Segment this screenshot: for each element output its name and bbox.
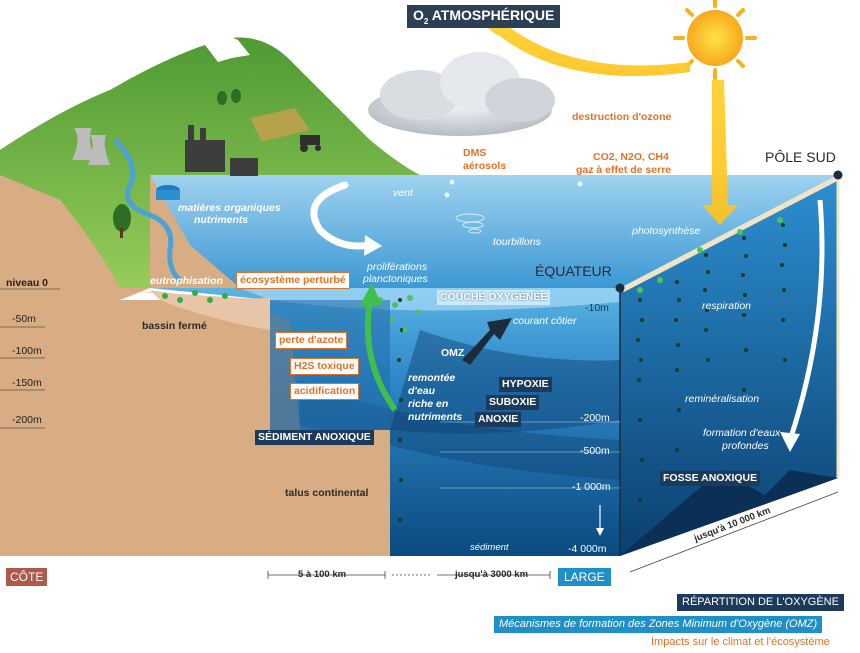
greenhouse-gases-formula: CO2, N2O, CH4 bbox=[593, 151, 669, 163]
plankton-bloom bbox=[377, 217, 783, 333]
depth-grid bbox=[440, 421, 620, 489]
cloud-icon bbox=[368, 52, 555, 136]
open-sea-label: LARGE bbox=[558, 568, 611, 587]
photosynthesis-label: photosynthèse bbox=[632, 225, 701, 237]
depth-left-3: -150m bbox=[12, 377, 42, 389]
aerosols-label: aérosols bbox=[463, 160, 507, 172]
organic-matter-label: matières organiques bbox=[178, 202, 281, 214]
upwelling-label-3: riche en bbox=[408, 398, 449, 410]
distance-scale bbox=[267, 491, 839, 579]
river bbox=[113, 138, 182, 282]
ozone-destruction-label: destruction d'ozone bbox=[572, 111, 672, 123]
hypoxia-label: HYPOXIE bbox=[499, 377, 552, 392]
south-pole-label: PÔLE SUD bbox=[765, 149, 836, 165]
land-section bbox=[0, 175, 390, 556]
depth-left-1: -50m bbox=[12, 313, 36, 325]
legend-oxygen: RÉPARTITION DE L'OXYGÈNE bbox=[677, 594, 844, 612]
acidification-label: acidification bbox=[290, 383, 360, 400]
pole-marker bbox=[833, 170, 843, 180]
depth-left-2: -100m bbox=[12, 345, 42, 357]
nutrients-label: nutriments bbox=[194, 214, 249, 226]
coastal-current-arrow bbox=[462, 318, 512, 365]
deep-water-label-2: profondes bbox=[722, 440, 769, 452]
eddies-label: tourbillons bbox=[493, 236, 541, 248]
depth-right-4: -4 000m bbox=[568, 543, 607, 555]
factory-icon bbox=[185, 125, 258, 176]
ocean-surface bbox=[0, 175, 838, 288]
sun-icon bbox=[673, 0, 757, 80]
snow-cap bbox=[205, 32, 250, 62]
upwelling-label-2: d'eau bbox=[408, 385, 436, 397]
omz-label: OMZ bbox=[441, 347, 465, 359]
left-depth-ticks bbox=[0, 288, 60, 429]
greenhouse-gases-label: gaz à effet de serre bbox=[576, 164, 672, 176]
suboxia-label: SUBOXIE bbox=[486, 395, 540, 410]
upwelling-label-1: remontée bbox=[408, 372, 456, 384]
distance-near-label: 5 à 100 km bbox=[298, 569, 347, 580]
equator-marker bbox=[615, 283, 625, 293]
depth-right-3: -1 000m bbox=[572, 481, 611, 493]
bubble-columns bbox=[441, 148, 583, 198]
eutrophication-bloom bbox=[162, 290, 228, 303]
water-tank-icon bbox=[156, 185, 180, 200]
upwelling-label-4: nutriments bbox=[408, 411, 463, 423]
closed-basin-label: bassin fermé bbox=[142, 320, 207, 332]
depth-right-0: -10m bbox=[585, 302, 609, 314]
upwelling-arrow bbox=[364, 299, 398, 412]
disturbed-ecosystem-label: écosystème perturbé bbox=[236, 272, 350, 289]
wind-label: vent bbox=[393, 187, 413, 199]
oxygenated-layer-label: COUCHE OXYGÉNÉE bbox=[437, 290, 551, 305]
cooling-tower-icon bbox=[72, 128, 110, 165]
legend-impacts: Impacts sur le climat et l'écosystème bbox=[651, 636, 830, 648]
plankton-bloom-label-1: proliférations bbox=[367, 261, 428, 273]
legend-mechanisms: Mécanismes de formation des Zones Minimu… bbox=[494, 616, 823, 634]
respiration-label: respiration bbox=[702, 300, 752, 312]
anoxic-trench-label: FOSSE ANOXIQUE bbox=[660, 471, 761, 486]
depth-right-1: -200m bbox=[580, 412, 610, 424]
anoxia-label: ANOXIE bbox=[475, 412, 522, 427]
deep-water-label-1: formation d'eaux bbox=[703, 427, 781, 439]
ice-rim bbox=[620, 175, 843, 292]
depth-left-4: -200m bbox=[12, 414, 42, 426]
tree-icons bbox=[113, 89, 241, 238]
distance-far-label: jusqu'à 3000 km bbox=[455, 569, 529, 580]
sediment-label: sédiment bbox=[470, 542, 509, 553]
o2-atmosphere-label: O2 ATMOSPHÉRIQUE bbox=[407, 5, 561, 29]
sunlight-beam-arrow bbox=[702, 80, 738, 225]
shelf-slope-label: talus continental bbox=[285, 487, 369, 499]
plankton-strands bbox=[397, 223, 787, 522]
tractor-icon bbox=[300, 135, 321, 152]
field-icon bbox=[250, 108, 310, 142]
coast-label: CÔTE bbox=[6, 568, 48, 587]
ocean-side-face bbox=[620, 178, 838, 556]
remineralization-label: reminéralisation bbox=[685, 393, 760, 405]
deep-water-arrow bbox=[787, 199, 825, 441]
wind-arrow bbox=[310, 181, 374, 250]
depth-left-0: niveau 0 bbox=[6, 277, 49, 289]
anoxic-trench bbox=[620, 470, 838, 556]
eddy-icon bbox=[455, 213, 485, 234]
anoxia-band bbox=[300, 380, 620, 480]
anoxic-sediment-label: SÉDIMENT ANOXIQUE bbox=[255, 430, 374, 445]
nitrogen-loss-label: perte d'azote bbox=[275, 332, 348, 349]
h2s-toxic-label: H2S toxique bbox=[290, 358, 359, 375]
depth-right-2: -500m bbox=[580, 445, 610, 457]
equator-label: ÉQUATEUR bbox=[535, 263, 612, 279]
plankton-bloom-label-2: planctoniques bbox=[363, 273, 428, 285]
eutrophication-label: eutrophisation bbox=[150, 275, 223, 287]
dms-label: DMS bbox=[463, 147, 487, 159]
coastal-current-label: courant côtier bbox=[513, 315, 577, 327]
sun-to-atmosphere-arrow bbox=[490, 20, 690, 77]
